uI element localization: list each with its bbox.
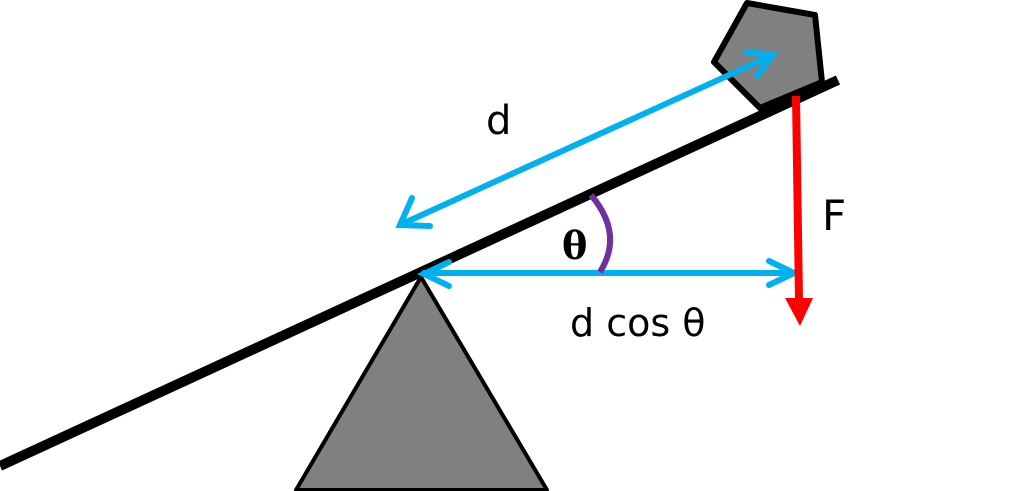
moment-arm-arrow (417, 258, 801, 289)
distance-arrow (395, 49, 779, 229)
angle-arc (588, 193, 614, 274)
moment-arm-label: d cos θ (570, 301, 705, 345)
angle-label: θ (562, 223, 587, 268)
distance-label: d (486, 98, 511, 144)
lever-bar (0, 75, 841, 471)
force-label: F (822, 191, 846, 240)
fulcrum-triangle (294, 275, 549, 491)
force-arrow (785, 95, 813, 326)
